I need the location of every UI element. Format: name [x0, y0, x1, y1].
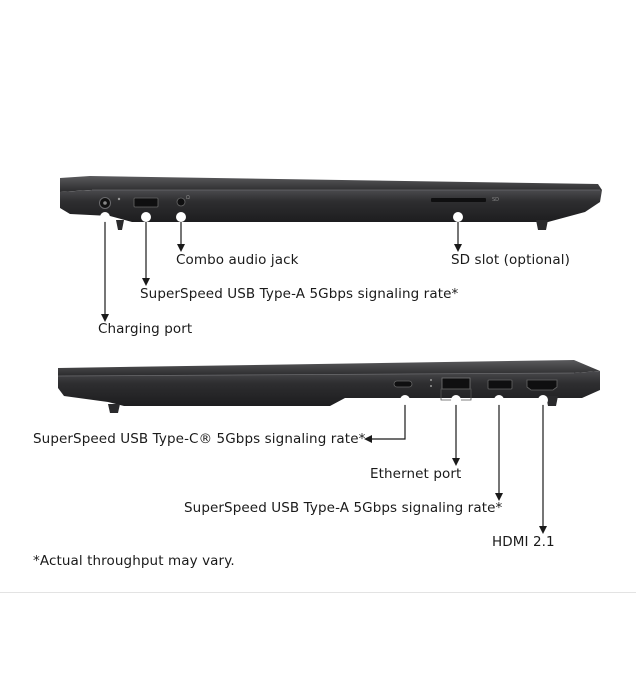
right-callout-dots: [400, 395, 548, 405]
bottom-divider: [0, 592, 636, 593]
label-combo-audio-jack: Combo audio jack: [176, 252, 299, 268]
charging-port-shape: [99, 197, 121, 209]
label-ethernet-port: Ethernet port: [370, 466, 462, 482]
label-hdmi: HDMI 2.1: [492, 534, 555, 550]
hdmi-port-shape: [526, 379, 558, 391]
label-sd-slot: SD slot (optional): [451, 252, 570, 268]
label-usb-c: SuperSpeed USB Type-C® 5Gbps signaling r…: [33, 431, 366, 447]
combo-audio-jack-shape: Ω: [176, 195, 190, 207]
usb-a-port-right-shape: [487, 379, 513, 390]
usb-c-port-shape: [393, 380, 413, 388]
left-callout-lines: [101, 214, 462, 322]
usb-a-port-left-shape: [133, 197, 159, 208]
right-callout-lines: [364, 403, 547, 534]
laptop-right-side: [57, 360, 600, 413]
sd-slot-shape: [431, 198, 486, 202]
label-usb-a-left: SuperSpeed USB Type-A 5Gbps signaling ra…: [140, 286, 459, 302]
left-callout-dots: [100, 212, 463, 222]
ethernet-port-shape: [430, 377, 472, 401]
svg-text:Ω: Ω: [186, 195, 190, 201]
label-charging-port: Charging port: [98, 321, 193, 337]
label-usb-a-right: SuperSpeed USB Type-A 5Gbps signaling ra…: [184, 500, 503, 516]
svg-text:SD: SD: [492, 197, 499, 203]
footnote: *Actual throughput may vary.: [33, 553, 235, 569]
